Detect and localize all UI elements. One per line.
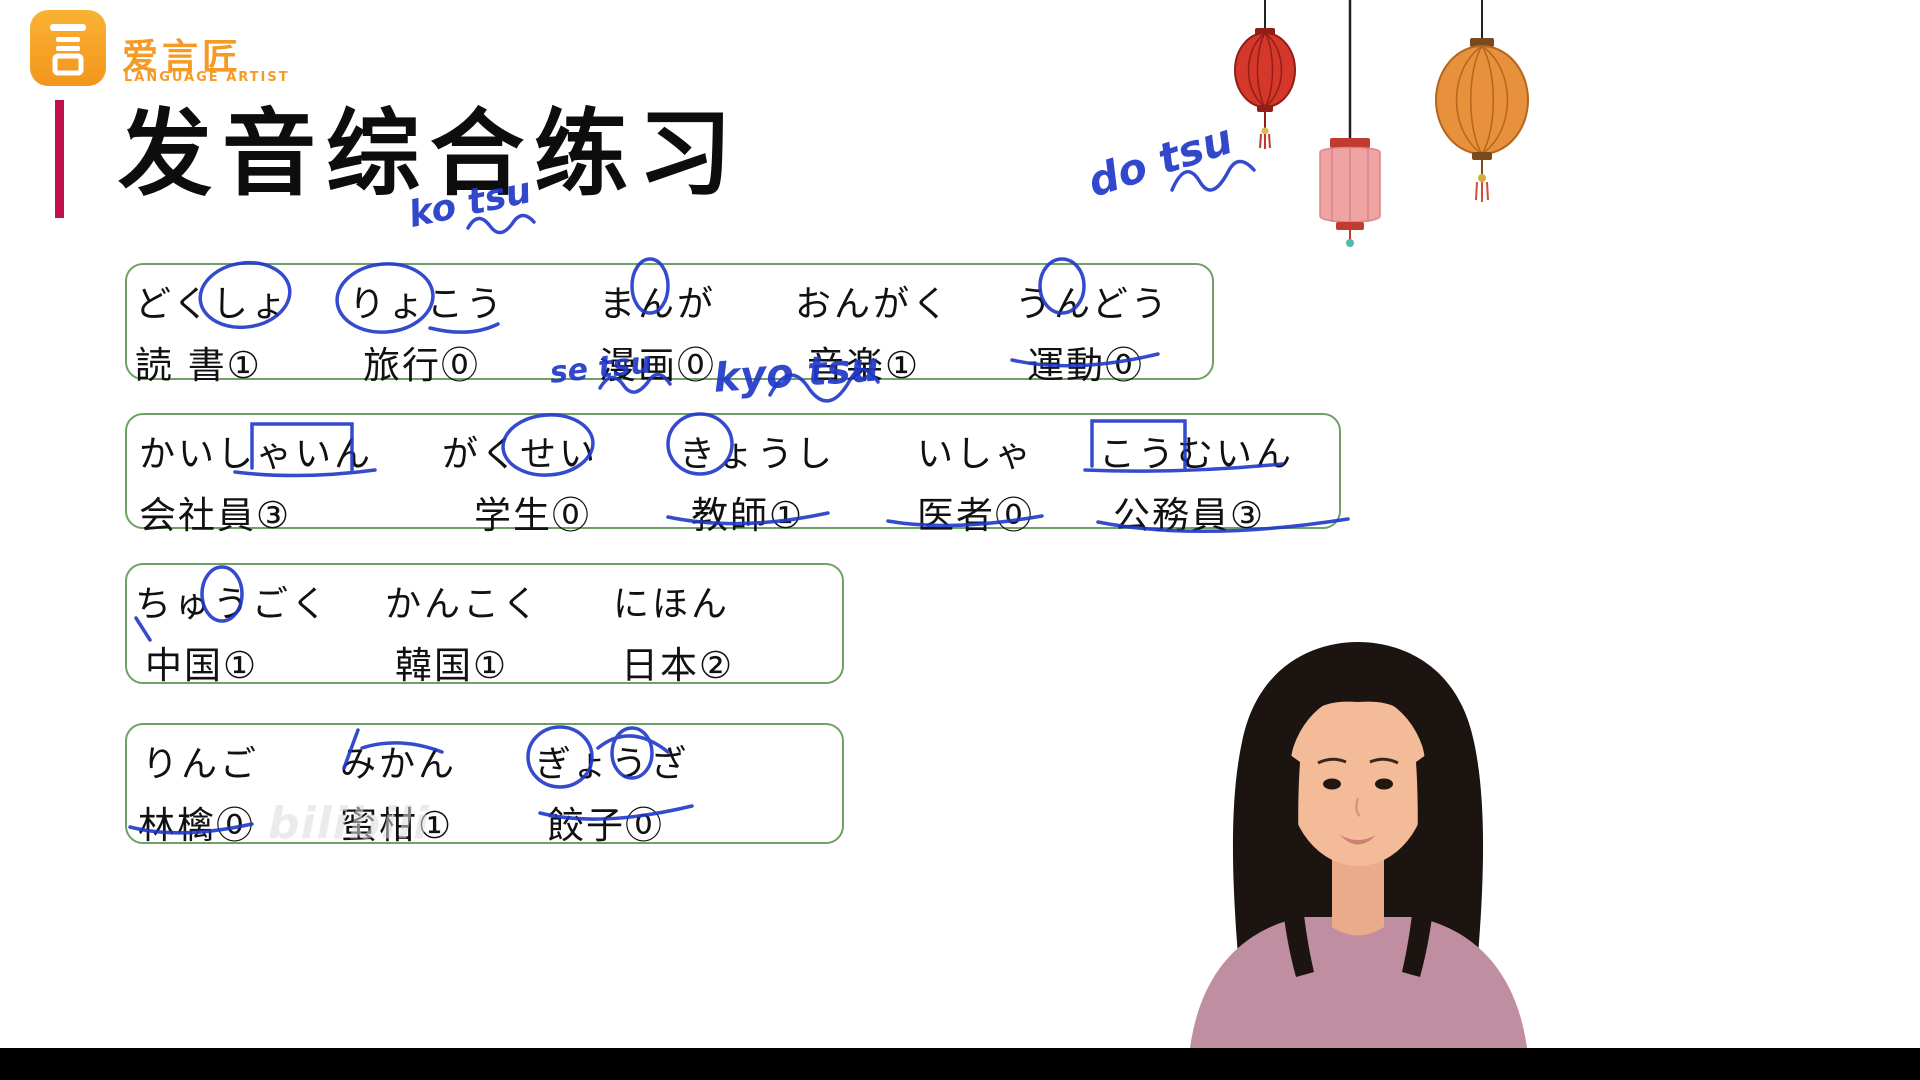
presenter-illustration [1190,642,1527,1048]
vocab-kana: みかん [340,744,458,785]
vocab-kana: ちゅうごく [135,584,331,625]
vocab-item: きょうし 教師① [679,425,835,539]
page-title: 发音综合练习 [118,99,743,209]
vocab-kana: がくせい [442,434,599,475]
vocab-item: かんこく 韓国① [385,575,541,689]
vocab-kanji: 読 書① [135,344,262,387]
vocab-kanji: 医者⓪ [917,494,1034,537]
lantern-red-icon [1234,0,1296,149]
vocab-kana: どくしょ [135,284,290,325]
accent-bar [55,100,64,218]
handwriting-romaji-do: do tsu [1082,114,1239,207]
vocab-kana: おんがく [795,284,952,325]
lantern-pink-icon [1319,0,1381,247]
vocab-kanji: 公務員③ [1113,494,1266,537]
vocab-item: にほん 日本② [613,575,734,689]
vocab-item: うんどう 運動⓪ [1015,275,1170,389]
vocab-kanji: 餃子⓪ [547,804,664,847]
speech-character-icon [50,24,86,76]
presenter-webcam [1172,612,1545,1048]
vocab-kanji: 林檎⓪ [138,804,255,847]
vocab-kanji: 蜜柑① [340,804,454,847]
watermark: bilibili [268,798,430,849]
vocab-item: りょこう 旅行⓪ [349,275,505,389]
vocab-kanji: 中国① [145,644,259,687]
vocab-item: がくせい 学生⓪ [442,425,598,539]
vocab-kanji: 会社員③ [139,494,292,537]
lantern-orange-icon [1435,0,1529,202]
vocab-item: ちゅうごく 中国① [135,575,330,689]
vocab-kana: りんご [142,744,260,785]
vocab-kana: かいしゃいん [139,434,374,475]
brand-name: 爱言匠 [122,37,243,78]
vocab-box-1: どくしょ 読 書① りょこう 旅行⓪ まんが 漫画⓪ おんがく 音楽① うんどう… [125,263,1214,387]
vocab-item: ぎょうざ 餃子⓪ [535,735,689,849]
vocab-kanji: 旅行⓪ [363,344,480,387]
vocab-kanji: 学生⓪ [474,494,591,537]
vocab-kana: きょうし [679,434,836,475]
vocab-item: どくしょ 読 書① [135,275,290,389]
vocab-kana: いしゃ [917,434,1035,475]
vocab-item: りんご 林檎⓪ [138,735,260,849]
vocab-kana: にほん [613,584,731,625]
vocab-kana: うんどう [1015,284,1170,325]
vocab-box-4: りんご 林檎⓪ みかん 蜜柑① ぎょうざ 餃子⓪ [125,723,844,847]
brand-subtitle: LANGUAGE ARTIST [124,70,290,85]
vocab-kanji: 運動⓪ [1027,344,1144,387]
vocab-kanji: 韓国① [395,644,509,687]
vocab-box-2: かいしゃいん 会社員③ がくせい 学生⓪ きょうし 教師① いしゃ 医者⓪ こう… [125,413,1341,537]
vocab-item: かいしゃいん 会社員③ [139,425,373,539]
vocab-box-3: ちゅうごく 中国① かんこく 韓国① にほん 日本② [125,563,844,687]
vocab-kanji: 日本② [621,644,735,687]
vocab-item: こうむいん 公務員③ [1099,425,1294,539]
vocab-kana: かんこく [385,584,542,625]
letterbox-bar [0,1048,1920,1080]
vocab-kana: まんが [599,284,717,325]
brand-logo [30,10,106,86]
vocab-kana: りょこう [349,284,506,325]
vocab-kana: ぎょうざ [535,744,690,785]
vocab-kana: こうむいん [1099,434,1295,475]
vocab-item: いしゃ 医者⓪ [917,425,1034,539]
vocab-kanji: 教師① [691,494,805,537]
